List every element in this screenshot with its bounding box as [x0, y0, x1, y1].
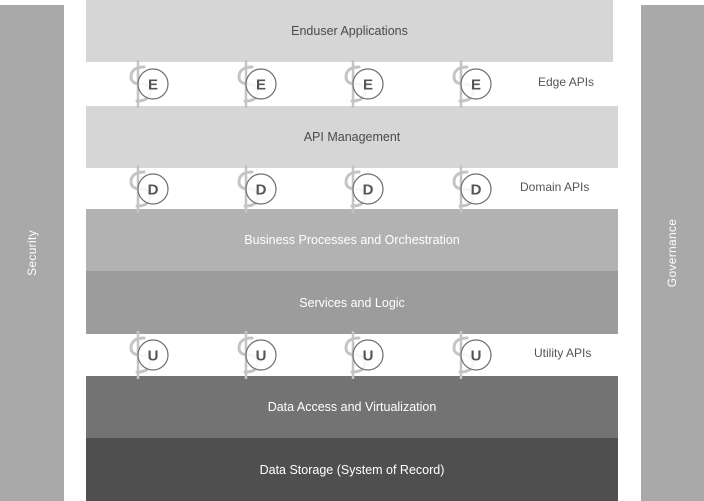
- utility-api-icon: U: [343, 329, 395, 381]
- api-connector-glyph: E: [452, 60, 492, 108]
- edge-apis-label: Edge APIs: [538, 75, 595, 89]
- edge-api-icon: E: [343, 58, 395, 110]
- api-management-layer: API Management: [86, 106, 618, 168]
- domain-api-icon: D: [343, 163, 395, 215]
- governance-label: Governance: [665, 218, 680, 288]
- data-access-label: Data Access and Virtualization: [267, 400, 437, 414]
- api-connector-glyph: D: [452, 165, 492, 213]
- utility-api-icon: U: [128, 329, 180, 381]
- api-connector-glyph: U: [129, 331, 169, 379]
- security-sidebar: Security: [0, 5, 64, 501]
- enduser-applications-label: Enduser Applications: [291, 24, 408, 38]
- governance-sidebar: Governance: [641, 5, 704, 501]
- enduser-applications-layer: Enduser Applications: [86, 0, 613, 62]
- domain-api-icon: D: [236, 163, 288, 215]
- api-letter: E: [256, 77, 266, 94]
- api-letter: E: [363, 77, 373, 94]
- edge-api-icon: E: [451, 58, 503, 110]
- edge-api-icon: E: [128, 58, 180, 110]
- domain-api-icon: D: [451, 163, 503, 215]
- api-letter: D: [471, 182, 482, 199]
- data-storage-label: Data Storage (System of Record): [259, 462, 445, 477]
- api-connector-glyph: D: [237, 165, 277, 213]
- security-label: Security: [25, 230, 39, 276]
- api-management-label: API Management: [303, 130, 401, 144]
- edge-api-icon: E: [236, 58, 288, 110]
- api-letter: U: [148, 348, 159, 365]
- api-connector-glyph: D: [129, 165, 169, 213]
- utility-apis-label: Utility APIs: [534, 346, 592, 360]
- business-processes-label: Business Processes and Orchestration: [244, 233, 460, 247]
- api-connector-glyph: D: [344, 165, 384, 213]
- data-access-layer: Data Access and Virtualization: [86, 376, 618, 438]
- api-letter: U: [363, 348, 374, 365]
- api-connector-glyph: U: [237, 331, 277, 379]
- api-letter: E: [471, 77, 481, 94]
- api-connector-glyph: E: [237, 60, 277, 108]
- api-letter: E: [148, 77, 158, 94]
- services-logic-layer: Services and Logic: [86, 271, 618, 334]
- utility-api-icon: U: [236, 329, 288, 381]
- api-connector-glyph: U: [452, 331, 492, 379]
- utility-api-icon: U: [451, 329, 503, 381]
- services-logic-label: Services and Logic: [299, 295, 405, 310]
- api-letter: D: [148, 182, 159, 199]
- domain-api-icon: D: [128, 163, 180, 215]
- domain-apis-label: Domain APIs: [520, 180, 590, 194]
- api-letter: U: [256, 348, 267, 365]
- data-storage-layer: Data Storage (System of Record): [86, 438, 618, 501]
- api-letter: D: [363, 182, 374, 199]
- api-connector-glyph: U: [344, 331, 384, 379]
- api-letter: D: [256, 182, 267, 199]
- api-connector-glyph: E: [344, 60, 384, 108]
- business-processes-layer: Business Processes and Orchestration: [86, 209, 618, 271]
- api-connector-glyph: E: [129, 60, 169, 108]
- api-letter: U: [471, 348, 482, 365]
